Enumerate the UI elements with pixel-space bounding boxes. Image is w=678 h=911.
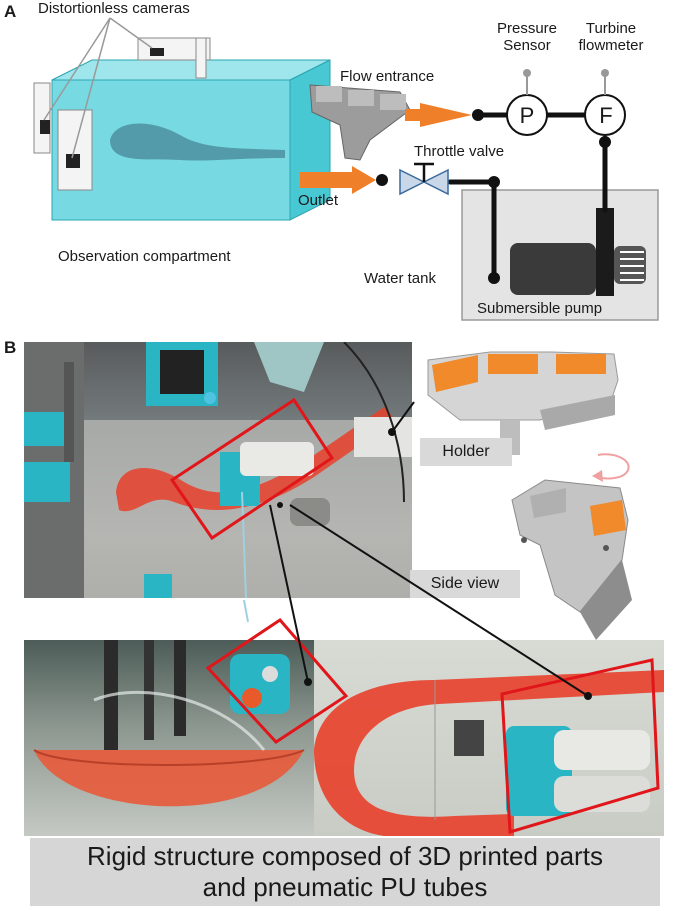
holder-label: Holder [420,438,512,466]
flowmeter-symbol: F [599,103,613,128]
setup-photo-top [24,342,412,598]
side-view-label: Side view [410,570,520,598]
highlight-box-right [500,658,660,834]
label-turbine-flowmeter: Turbine flowmeter [568,20,654,54]
label-turbine-line1: Turbine [585,20,637,37]
highlight-box-left [205,618,349,744]
label-submersible-pump: Submersible pump [477,300,603,317]
detail-photo-left-drawing [33,640,305,807]
throttle-valve-symbol [399,168,426,196]
label-observation-compartment: Observation compartment [58,248,231,265]
label-outlet: Outlet [298,192,339,209]
pressure-symbol: P [519,103,535,128]
label-pressure-line2: Sensor [503,37,551,54]
outlet-arrow [300,166,376,194]
label-cameras: Distortionless cameras [38,0,190,17]
pump-body [510,243,596,295]
flow-entrance-arrow [405,103,472,127]
caption-line-2: and pneumatic PU tubes [202,872,488,902]
detail-photo-right-drawing [314,670,664,836]
label-pressure-sensor: Pressure Sensor [492,20,562,54]
label-throttle-valve: Throttle valve [414,143,505,160]
panel-letter-b: B [4,338,17,357]
label-pressure-line1: Pressure [496,20,558,37]
label-turbine-line2: flowmeter [578,37,644,54]
caption-line-1: Rigid structure composed of 3D printed p… [87,841,603,871]
panel-letter-a: A [4,2,17,21]
label-water-tank: Water tank [364,270,436,287]
detail-photo-left [24,640,314,836]
setup-photo-top-drawing [24,342,412,598]
caption-box: Rigid structure composed of 3D printed p… [30,838,660,906]
label-flow-entrance: Flow entrance [340,68,435,85]
highlight-box-top [169,397,335,541]
schematic-diagram [33,17,659,321]
